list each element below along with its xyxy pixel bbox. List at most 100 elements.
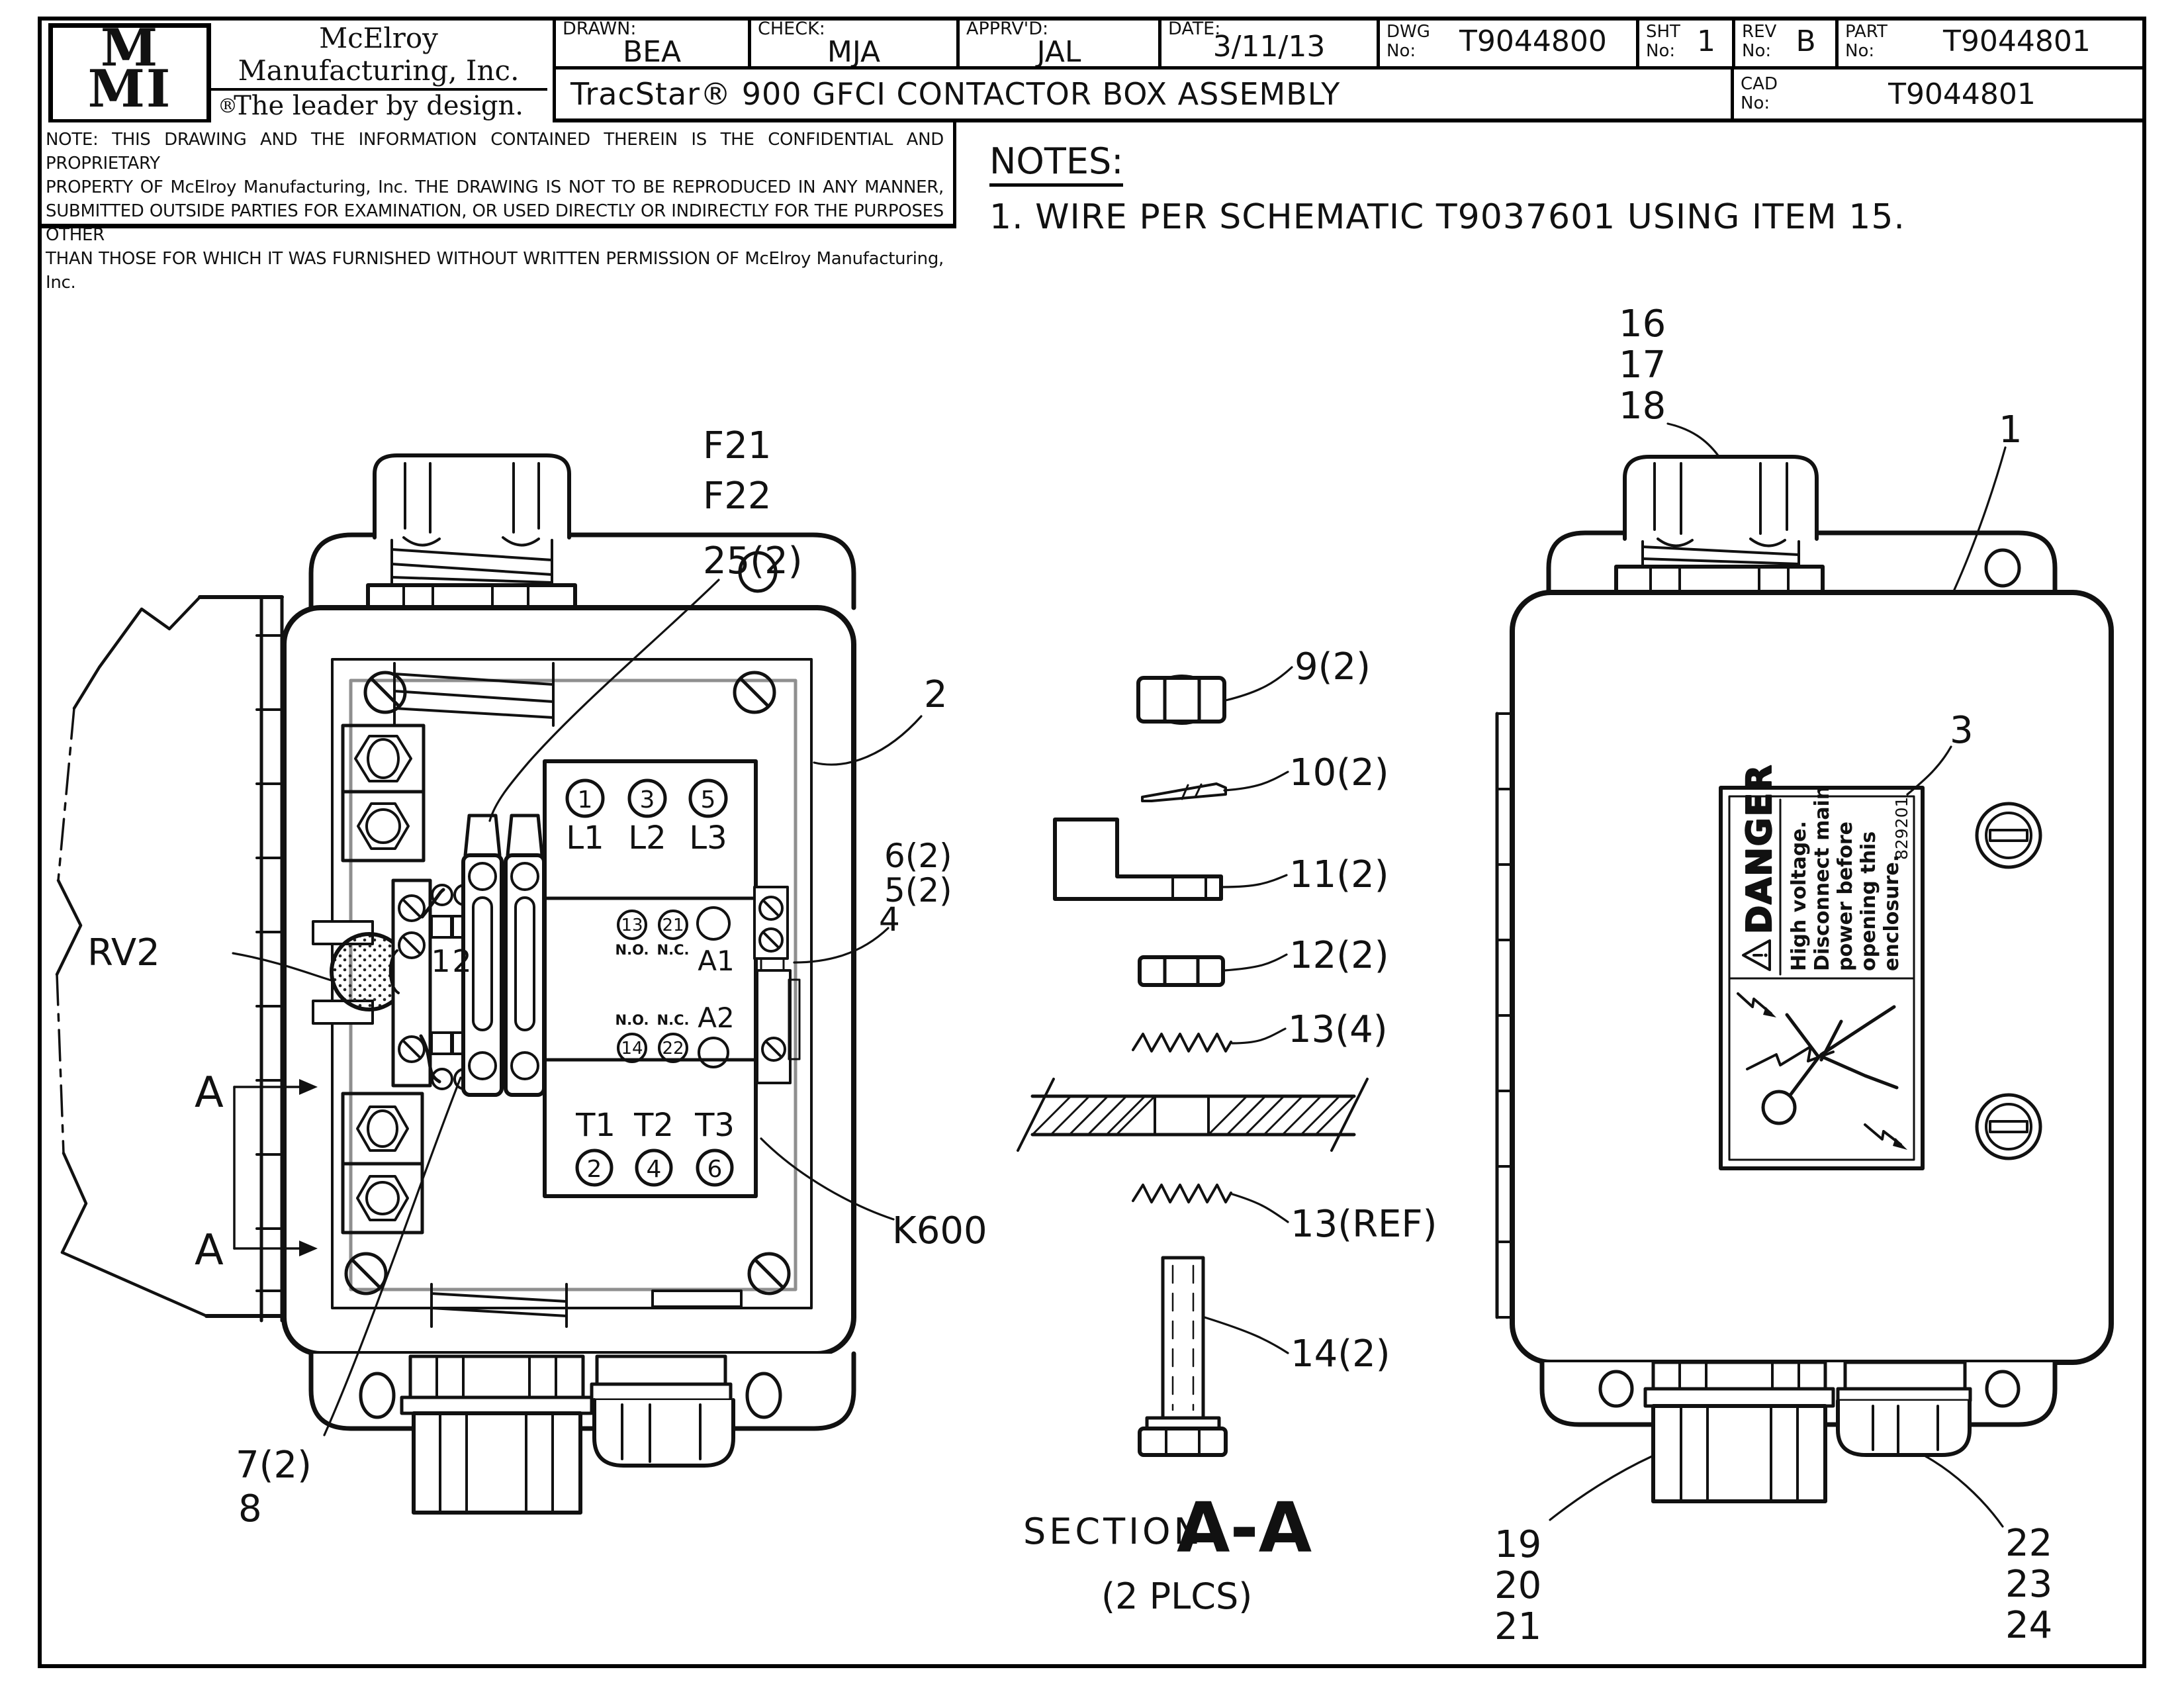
callout-13ref: 13(REF): [1291, 1203, 1437, 1246]
field-label: No:: [1742, 40, 1772, 61]
hinge-marks: [1495, 712, 1515, 1319]
note-item: 1. WIRE PER SCHEMATIC T9037601 USING ITE…: [989, 197, 1905, 237]
bottom-conduit-fitting: [400, 1354, 594, 1515]
left-leaders: [232, 579, 923, 1436]
callout-9: 9(2): [1295, 645, 1371, 688]
field-apprvd: APPRV'D: JAL: [956, 17, 1158, 69]
callout-21: 21: [1494, 1605, 1541, 1648]
tb-num: 1: [431, 943, 450, 979]
company-tagline: The leader by design.: [210, 91, 547, 125]
danger-line: Disconnect main: [1811, 786, 1834, 971]
drawing-title: TracStar® 900 GFCI CONTACTOR BOX ASSEMBL…: [570, 76, 1341, 112]
callout-5: 5(2): [884, 871, 952, 910]
field-value: 1: [1696, 24, 1715, 58]
term-num: 1: [578, 786, 593, 814]
side-terminal-blocks: [753, 886, 801, 1084]
term-label: L2: [628, 820, 666, 857]
logo-m: M: [100, 18, 159, 78]
star-washer-13ref: [1132, 1184, 1232, 1203]
aux-num: 13: [621, 915, 643, 935]
middle-leaders: [1203, 666, 1293, 1354]
field-drawn: DRAWN: BEA: [553, 17, 748, 69]
stud-pads: [341, 724, 426, 1235]
field-date: DATE: 3/11/13: [1158, 17, 1377, 66]
latch-screw-bottom: [1975, 1093, 2042, 1160]
field-value: 3/11/13: [1212, 30, 1326, 64]
field-label: REV: [1742, 21, 1777, 42]
bottom-cable-gland: [1836, 1360, 1972, 1457]
bottom-conduit-fitting: [1643, 1360, 1835, 1503]
wire: [420, 888, 445, 919]
note-line: THAN THOSE FOR WHICH IT WAS FURNISHED WI…: [46, 249, 944, 293]
callout-17: 17: [1619, 344, 1666, 387]
callout-8: 8: [238, 1487, 262, 1530]
callout-7: 7(2): [236, 1444, 312, 1487]
term-num: 5: [701, 786, 716, 814]
l-bracket-11: [1053, 818, 1223, 901]
company-name: McElroy Manufacturing, Inc.: [210, 22, 547, 91]
top-cable-gland: [366, 453, 577, 610]
term-label: T2: [633, 1107, 674, 1144]
section-name: A-A: [1177, 1487, 1312, 1568]
term-label: T3: [694, 1107, 735, 1144]
aux-no: N.O.: [615, 942, 649, 958]
section-plate: [1017, 1078, 1369, 1152]
field-label: DWG: [1387, 21, 1430, 42]
field-value: B: [1796, 24, 1816, 58]
top-cable-gland: [1614, 455, 1825, 594]
callout-20: 20: [1494, 1564, 1541, 1607]
callout-25: 25(2): [703, 539, 803, 583]
callout-4: 4: [879, 900, 900, 939]
callout-2: 2: [924, 673, 948, 716]
section-cut-line: [233, 1079, 318, 1256]
field-label: CAD: [1741, 74, 1778, 94]
callout-3: 3: [1950, 709, 1974, 752]
shock-pictogram: [1737, 992, 1907, 1150]
right-view-closed-box: DANGER High voltage. Disconnect main pow…: [1495, 422, 2114, 1528]
term-num: 6: [707, 1156, 723, 1183]
note-line: NOTE: THIS DRAWING AND THE INFORMATION C…: [46, 130, 944, 173]
field-value: BEA: [622, 35, 682, 69]
aux-nc: N.C.: [657, 942, 690, 958]
section-letter-bottom: A: [195, 1226, 224, 1275]
flange-hole: [1984, 548, 2021, 588]
field-value: T9044800: [1459, 24, 1607, 58]
right-view-labels: 16 17 18 1 3 19 20 21 22 23 24: [1494, 303, 2052, 1648]
section-letter-top: A: [195, 1068, 224, 1117]
rv2-varistor: [312, 920, 409, 1025]
field-label: APPRV'D:: [966, 19, 1049, 39]
callout-19: 19: [1494, 1523, 1541, 1566]
field-check: CHECK: MJA: [748, 17, 956, 69]
note-line: SUBMITTED OUTSIDE PARTIES FOR EXAMINATIO…: [46, 201, 944, 245]
callout-10: 10(2): [1289, 751, 1389, 794]
callout-12: 12(2): [1289, 934, 1389, 977]
section-aa-hardware: [1017, 666, 1369, 1457]
registered-mark-icon: ®: [218, 95, 238, 118]
flat-washer-10: [1141, 782, 1227, 802]
flange-hole: [738, 551, 778, 593]
label-part-no: 829201: [1892, 797, 1911, 860]
danger-word: DANGER: [1740, 764, 1780, 934]
bottom-inner-threads: [430, 1283, 743, 1328]
aux-no: N.O.: [615, 1012, 649, 1028]
term-label: L1: [566, 820, 604, 857]
hex-nut-12: [1138, 955, 1225, 987]
callout-f21: F21: [703, 424, 771, 467]
field-value: T9044801: [1888, 77, 2036, 111]
wire: [388, 949, 400, 994]
callout-22: 22: [2005, 1522, 2052, 1565]
term-num: 2: [587, 1156, 602, 1183]
coil-a2: A2: [698, 1002, 734, 1034]
callout-11: 11(2): [1289, 853, 1389, 896]
field-label: No:: [1646, 40, 1676, 61]
term-label: L3: [689, 820, 727, 857]
section-places: (2 PLCS): [1101, 1575, 1252, 1617]
hinge-ticks: [255, 634, 288, 1292]
field-label: DRAWN:: [563, 19, 637, 39]
title-block-logo-cell: M MI McElroy Manufacturing, Inc. The lea…: [38, 17, 553, 154]
right-leaders: [1549, 422, 2007, 1528]
